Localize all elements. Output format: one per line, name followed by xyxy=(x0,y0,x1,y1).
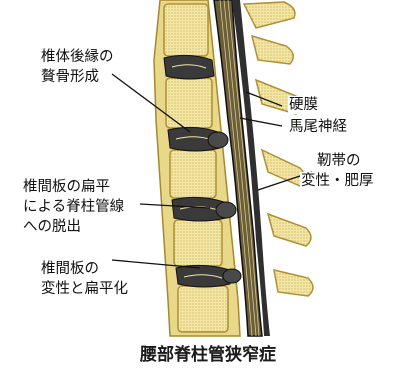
label-dura: 硬膜 xyxy=(288,96,319,114)
label-degeneration-line1: 椎間板の xyxy=(40,260,100,278)
vertebra xyxy=(170,150,216,198)
vertebra xyxy=(166,78,212,128)
vertebra xyxy=(164,4,208,56)
label-ligament-line2: 変性・肥厚 xyxy=(300,172,375,190)
vertebra xyxy=(174,220,222,266)
disc xyxy=(164,55,214,79)
label-herniation-line3: への脱出 xyxy=(22,218,82,236)
label-degeneration-line2: 変性と扁平化 xyxy=(40,280,129,298)
diagram-title: 腰部脊柱管狭窄症 xyxy=(140,340,276,365)
label-cauda-equina: 馬尾神経 xyxy=(288,118,348,136)
label-osteophyte-line1: 椎体後縁の xyxy=(40,48,115,66)
label-herniation-line2: による脊柱管線 xyxy=(22,198,125,216)
label-osteophyte-line2: 贅骨形成 xyxy=(40,68,100,86)
vertebra xyxy=(178,286,228,332)
label-herniation-line1: 椎間板の扁平 xyxy=(22,178,111,196)
label-ligament-line1: 靭帯の xyxy=(316,152,362,170)
disc xyxy=(176,265,230,287)
